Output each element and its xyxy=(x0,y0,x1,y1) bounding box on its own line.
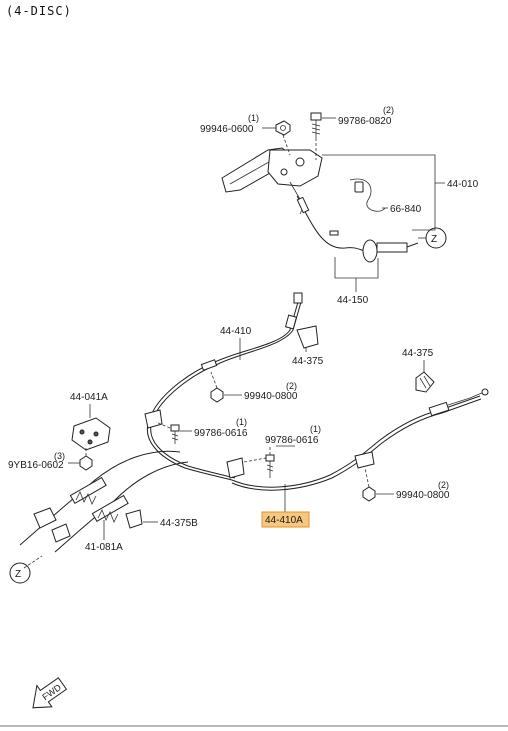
label-qty-99940-0800-upper: (2) xyxy=(286,381,297,391)
fwd-arrow-icon: FWD xyxy=(32,677,68,709)
label-9YB16-0602: 9YB16-0602 xyxy=(8,460,64,471)
bolt-9YB16-0602 xyxy=(68,448,93,471)
label-qty-99940-0800-lower: (2) xyxy=(438,480,449,490)
label-99786-0616-right: 99786-0616 xyxy=(265,435,319,446)
label-44-375-right: 44-375 xyxy=(402,348,434,359)
label-qty-99786-0820: (2) xyxy=(383,105,394,115)
bolt-99786-0820 xyxy=(310,112,322,160)
cable-clip-center xyxy=(226,457,245,479)
reference-z-bottom: Z xyxy=(15,569,21,580)
label-44-150: 44-150 xyxy=(337,295,369,306)
label-qty-99946-0600: (1) xyxy=(248,113,259,123)
label-qty-99786-0616-left: (1) xyxy=(236,417,247,427)
bolt-99786-0616-left xyxy=(155,421,192,444)
label-99786-0820: 99786-0820 xyxy=(338,116,392,127)
cable-clip-right xyxy=(354,451,375,469)
label-99946-0600: 99946-0600 xyxy=(200,124,254,135)
nut-99946-0600 xyxy=(275,120,291,156)
highlight-box-44-410A xyxy=(261,511,310,528)
label-44-410: 44-410 xyxy=(220,326,252,337)
reference-z-top: Z xyxy=(431,234,437,245)
label-99940-0800-lower: 99940-0800 xyxy=(396,490,450,501)
bracket-44-375-upper xyxy=(296,325,319,352)
reference-z-bottom-circle xyxy=(9,562,31,584)
nut-99940-0800-upper xyxy=(210,371,242,403)
label-44-375-upper: 44-375 xyxy=(292,356,324,367)
label-44-410A[interactable]: 44-410A xyxy=(265,515,303,526)
nut-99940-0800-lower xyxy=(362,467,394,502)
bracket-44-375-right xyxy=(415,360,435,393)
label-qty-9YB16-0602: (3) xyxy=(54,451,65,461)
bolt-99786-0616-right xyxy=(243,445,295,478)
parking-brake-lever-assembly xyxy=(221,147,419,263)
reference-z-top-circle xyxy=(425,227,447,249)
label-66-840: 66-840 xyxy=(390,204,422,215)
bracket-44-375B xyxy=(125,509,158,529)
bracket-44-041A xyxy=(71,404,111,451)
label-44-041A: 44-041A xyxy=(70,392,108,403)
label-99940-0800-upper: 99940-0800 xyxy=(244,391,298,402)
cable-44-410 xyxy=(147,292,303,481)
label-41-081A: 41-081A xyxy=(85,542,123,553)
label-99786-0616-left: 99786-0616 xyxy=(194,428,248,439)
label-44-375B: 44-375B xyxy=(160,518,198,529)
rear-cable-left xyxy=(19,450,189,553)
diagram-title: (4-DISC) xyxy=(6,4,72,18)
cable-clip-left xyxy=(144,409,163,429)
label-44-010: 44-010 xyxy=(447,179,479,190)
label-qty-99786-0616-right: (1) xyxy=(310,424,321,434)
